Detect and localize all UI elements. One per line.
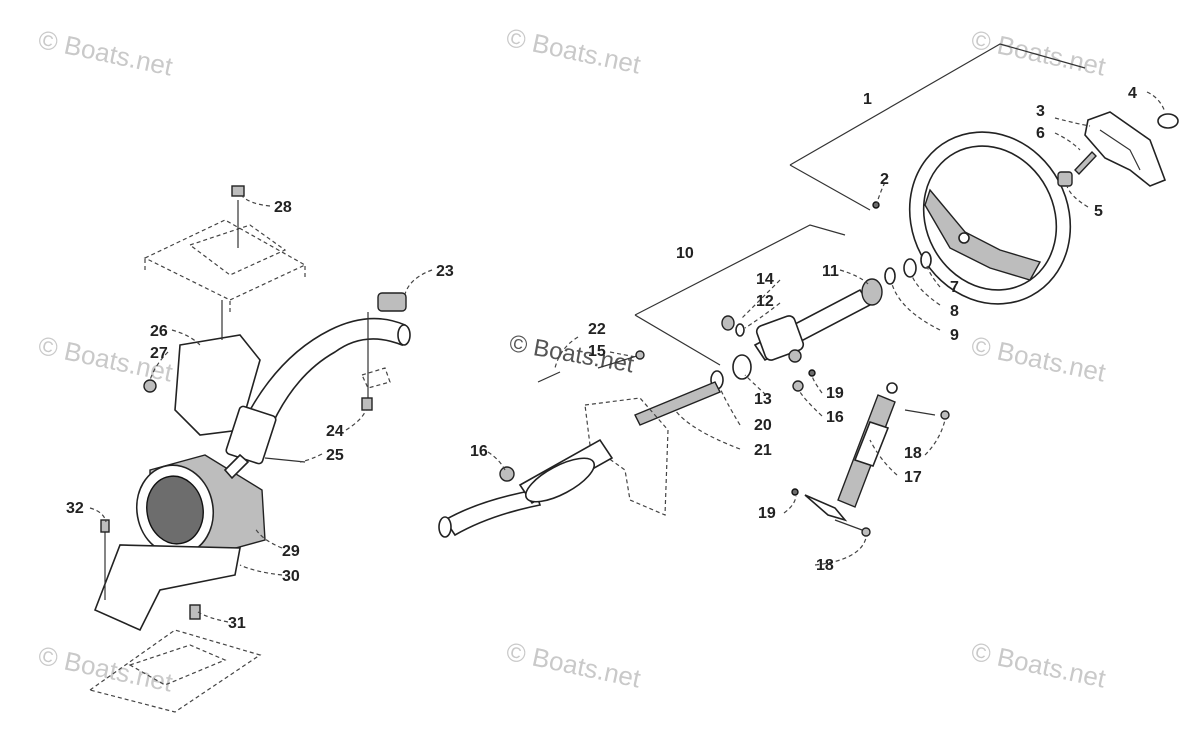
leader-lines bbox=[89, 91, 1166, 623]
callout-13: 13 bbox=[754, 391, 772, 408]
washer bbox=[884, 267, 896, 285]
callout-21: 21 bbox=[754, 442, 772, 459]
callout-18: 18 bbox=[816, 557, 834, 574]
callout-23: 23 bbox=[436, 263, 454, 280]
nut bbox=[143, 379, 157, 393]
callout-24: 24 bbox=[326, 423, 344, 440]
stud bbox=[264, 457, 306, 463]
steering-wheel bbox=[908, 131, 1072, 305]
nut bbox=[808, 369, 816, 377]
callout-16: 16 bbox=[470, 443, 488, 460]
bolt-head bbox=[861, 527, 871, 537]
washer bbox=[903, 258, 917, 278]
bushing bbox=[721, 315, 735, 331]
callout-31: 31 bbox=[228, 615, 246, 632]
callout-12: 12 bbox=[756, 293, 774, 310]
bolt-head bbox=[231, 185, 245, 197]
callout-28: 28 bbox=[274, 199, 292, 216]
power-steering-unit bbox=[135, 453, 266, 556]
callout-5: 5 bbox=[1094, 203, 1103, 220]
steering-column bbox=[753, 278, 883, 363]
callout-19: 19 bbox=[826, 385, 844, 402]
callout-2: 2 bbox=[880, 171, 889, 188]
nut bbox=[791, 488, 799, 496]
callout-25: 25 bbox=[326, 447, 344, 464]
callout-16: 16 bbox=[826, 409, 844, 426]
callout-9: 9 bbox=[950, 327, 959, 344]
washer bbox=[735, 323, 745, 337]
bolt bbox=[537, 354, 641, 383]
shaft bbox=[634, 381, 721, 426]
bolt bbox=[834, 519, 863, 531]
cap bbox=[1157, 113, 1179, 129]
nut bbox=[1057, 171, 1073, 187]
screw bbox=[872, 201, 880, 209]
horn-pad bbox=[1084, 111, 1167, 187]
callout-3: 3 bbox=[1036, 103, 1045, 120]
callout-8: 8 bbox=[950, 303, 959, 320]
bolt bbox=[1074, 150, 1097, 176]
callout-26: 26 bbox=[150, 323, 168, 340]
callout-17: 17 bbox=[904, 469, 922, 486]
callout-11: 11 bbox=[822, 263, 839, 280]
bolt bbox=[904, 409, 936, 416]
callout-19: 19 bbox=[758, 505, 776, 522]
bolt-head bbox=[940, 410, 950, 420]
nut bbox=[792, 380, 804, 392]
bolt bbox=[189, 604, 201, 620]
bolt-head bbox=[635, 350, 645, 360]
callout-27: 27 bbox=[150, 345, 168, 362]
shock-absorber bbox=[804, 382, 898, 522]
callout-1: 1 bbox=[863, 91, 872, 108]
bolt bbox=[361, 397, 373, 411]
callout-32: 32 bbox=[66, 500, 84, 517]
callout-30: 30 bbox=[282, 568, 300, 585]
callout-6: 6 bbox=[1036, 125, 1045, 142]
bushing bbox=[732, 354, 752, 380]
callout-15: 15 bbox=[588, 343, 606, 360]
washer bbox=[920, 251, 932, 269]
clamp bbox=[377, 292, 407, 312]
lower-frame bbox=[88, 629, 262, 713]
bolt bbox=[100, 519, 110, 533]
callout-20: 20 bbox=[754, 417, 772, 434]
callout-10: 10 bbox=[676, 245, 694, 262]
callout-18: 18 bbox=[904, 445, 922, 462]
lower-shaft bbox=[438, 438, 614, 538]
callout-4: 4 bbox=[1128, 85, 1137, 102]
frame bbox=[143, 219, 307, 301]
callout-22: 22 bbox=[588, 321, 606, 338]
callout-7: 7 bbox=[950, 279, 959, 296]
callout-14: 14 bbox=[756, 271, 774, 288]
callout-labels: 1 2 3 4 5 6 7 8 9 10 11 12 13 14 15 16 1… bbox=[66, 85, 1137, 632]
nut bbox=[499, 466, 515, 482]
mount-plate bbox=[93, 544, 241, 632]
callout-29: 29 bbox=[282, 543, 300, 560]
